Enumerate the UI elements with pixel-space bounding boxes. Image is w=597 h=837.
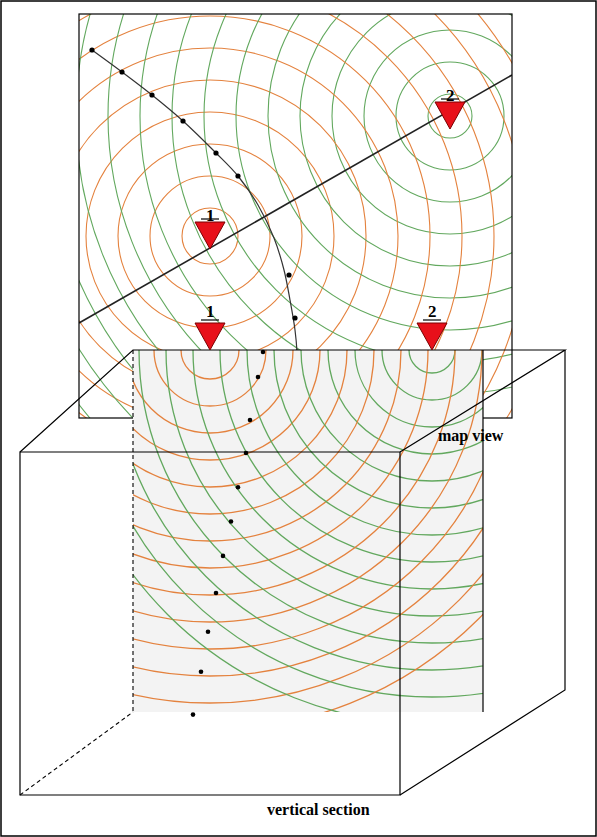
wavefront-1 [133,350,374,514]
locus-dot [149,92,154,97]
section-plane [133,350,483,712]
station-triangle [435,102,465,129]
locus-dot [236,485,241,490]
locus-dot [229,519,234,524]
wavefront-2 [193,350,483,589]
wavefront-1 [79,14,512,418]
wavefront-2 [247,350,483,535]
panel-title: vertical section [267,802,370,818]
box-edge [20,452,400,795]
station-number: 2 [446,87,455,104]
wavefront-2 [166,350,483,616]
locus-dot [286,272,291,277]
locus-dot [191,712,196,717]
station-number: 2 [428,303,437,320]
locus-dot [292,315,297,320]
wavefront-1 [133,350,455,595]
station-triangle [195,323,225,350]
hidden-edge [20,712,133,795]
locus-dot [199,669,204,674]
wavefront-2 [409,350,455,373]
wavefront-1 [133,350,483,649]
locus-dot [221,554,226,559]
locus-dot [119,69,124,74]
wavefront-2 [133,350,483,670]
wavefront-1 [133,350,293,433]
hidden-edge [132,350,133,712]
wavefront-2 [172,14,512,394]
locus-dot [213,150,218,155]
wavefront-1 [79,80,366,392]
wavefront-2 [133,350,483,697]
wavefront-1 [133,350,320,460]
wavefront-2 [236,14,512,330]
wavefront-2 [300,14,512,266]
wavefront-1 [150,176,270,296]
section-box [0,0,597,795]
station-line [79,75,512,323]
station-triangle [195,222,225,249]
locus-dot [235,173,240,178]
locus-dot [180,118,185,123]
wavefront-1 [133,350,482,622]
box-edge [400,350,565,795]
station-number: 1 [206,207,215,224]
station-number: 1 [206,303,215,320]
wavefront-2 [328,350,483,454]
wavefront-1 [133,350,483,712]
wavefront-1 [133,350,483,703]
map-view [0,0,597,744]
wavefront-2 [301,350,483,481]
wavefront-2 [220,350,483,562]
wavefront-2 [268,14,512,298]
wavefront-1 [133,350,347,487]
wavefront-2 [133,350,483,712]
locus-dot [89,47,94,52]
panel-title: map view [438,428,503,444]
locus-dot [248,418,253,423]
wavefront-1 [133,350,483,676]
locus-dot [244,451,249,456]
wavefront-1 [133,350,401,541]
station-triangle [417,323,447,350]
box-edge [482,350,483,712]
locus-dot [206,629,211,634]
locus-dot [214,591,219,596]
wavefront-1 [79,14,512,418]
wavefront-1 [86,112,334,360]
wavefront-2 [382,350,482,400]
locus-dot [256,375,261,380]
wavefront-1 [181,350,239,379]
wavefront-2 [396,62,504,170]
